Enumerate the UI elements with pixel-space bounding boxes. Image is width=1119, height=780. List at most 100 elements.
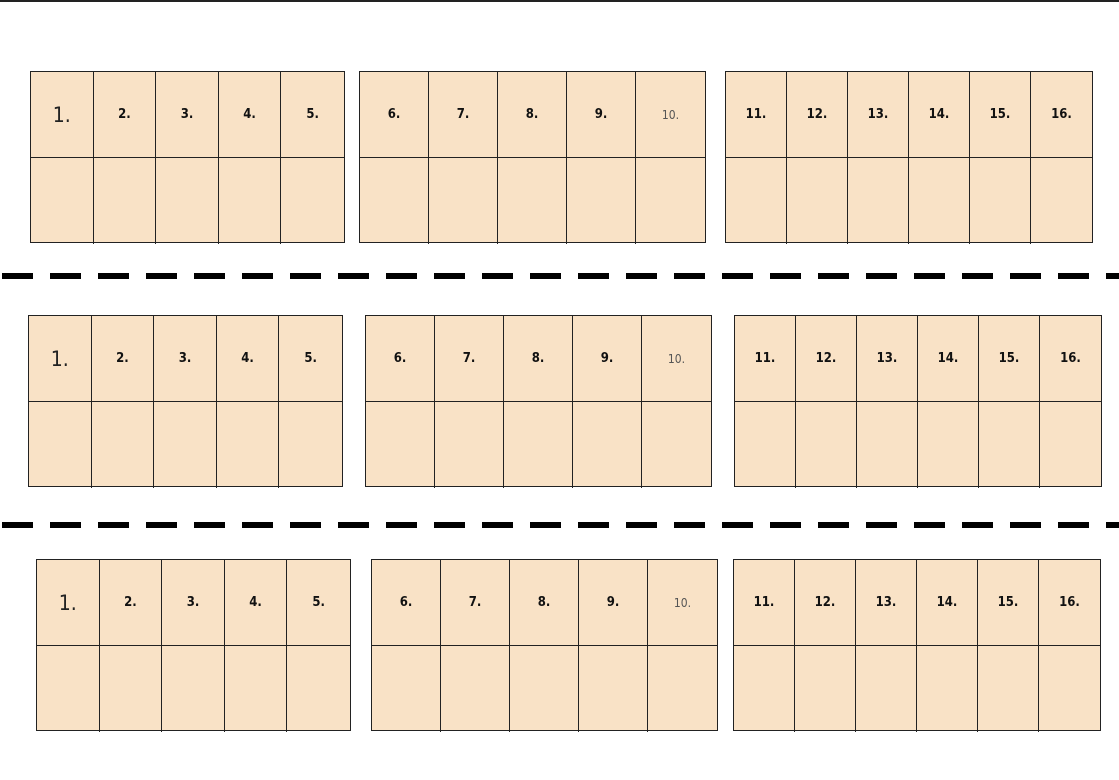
answer-box [429,158,498,244]
answer-box [37,646,100,732]
answer-box [573,402,642,488]
number-label: 12. [795,560,856,646]
number-label: 16. [1039,560,1100,646]
answer-box [642,402,711,488]
number-label: 12. [787,72,848,158]
number-strip-3-2: 6.7.8.9.10. [371,559,718,732]
answer-box [162,646,225,732]
answer-box [787,158,848,244]
number-label: 1. [29,316,92,402]
answer-box [795,646,856,732]
number-label: 1. [37,560,100,646]
answer-box [154,402,217,488]
answer-box [435,402,504,488]
number-label: 14. [909,72,970,158]
answer-box [100,646,163,732]
answer-box [287,646,350,732]
number-label: 11. [735,316,796,402]
number-label: 15. [979,316,1040,402]
number-label: 16. [1040,316,1101,402]
number-label: 9. [567,72,636,158]
answer-box [978,646,1039,732]
number-strip-2-3: 11.12.13.14.15.16. [734,315,1102,488]
number-strip-1-2: 6.7.8.9.10. [359,71,706,244]
number-label: 11. [734,560,795,646]
number-label: 13. [848,72,909,158]
answer-box [648,646,717,732]
number-label: 7. [429,72,498,158]
answer-box [372,646,441,732]
number-label: 2. [99,560,163,646]
number-label: 12. [796,316,857,402]
number-label: 6. [372,560,441,646]
answer-box [979,402,1040,488]
answer-box [918,402,979,488]
answer-box [156,158,219,244]
answer-box [29,402,92,488]
number-strip-1-3: 11.12.13.14.15.16. [725,71,1093,244]
answer-box [917,646,978,732]
answer-box [225,646,288,732]
number-label: 5. [287,560,350,646]
number-label: 9. [573,316,642,402]
answer-box [360,158,429,244]
answer-box [92,402,155,488]
answer-box [848,158,909,244]
answer-box [217,402,280,488]
number-label: 9. [579,560,648,646]
answer-box [579,646,648,732]
number-label: 14. [918,316,979,402]
number-label: 10. [648,560,717,646]
answer-box [726,158,787,244]
top-border [0,0,1119,2]
number-strip-3-1: 1.2.3.4.5. [36,559,351,732]
number-label: 15. [978,560,1039,646]
answer-box [281,158,344,244]
number-label: 8. [504,316,573,402]
answer-box [567,158,636,244]
number-label: 14. [917,560,978,646]
cut-line-2 [2,522,1119,528]
answer-box [279,402,342,488]
number-label: 2. [93,72,157,158]
number-label: 15. [970,72,1031,158]
number-label: 2. [91,316,155,402]
answer-box [735,402,796,488]
number-label: 6. [366,316,435,402]
answer-box [31,158,94,244]
answer-box [857,402,918,488]
number-label: 16. [1031,72,1092,158]
number-label: 7. [435,316,504,402]
answer-box [909,158,970,244]
answer-box [94,158,157,244]
number-label: 8. [498,72,567,158]
number-label: 7. [441,560,510,646]
number-strip-3-3: 11.12.13.14.15.16. [733,559,1101,732]
answer-box [498,158,567,244]
number-label: 4. [218,72,282,158]
number-label: 3. [162,560,225,646]
number-label: 8. [510,560,579,646]
number-strip-2-1: 1.2.3.4.5. [28,315,343,488]
number-label: 10. [636,72,705,158]
number-label: 5. [279,316,342,402]
number-label: 11. [726,72,787,158]
number-label: 13. [857,316,918,402]
answer-box [510,646,579,732]
cut-line-1 [2,273,1119,279]
number-label: 1. [31,72,94,158]
answer-box [1040,402,1101,488]
number-label: 4. [216,316,280,402]
answer-box [970,158,1031,244]
number-label: 10. [642,316,711,402]
answer-box [366,402,435,488]
number-strip-1-1: 1.2.3.4.5. [30,71,345,244]
number-label: 6. [360,72,429,158]
answer-box [856,646,917,732]
answer-box [504,402,573,488]
number-label: 4. [224,560,288,646]
number-label: 3. [154,316,217,402]
answer-box [1031,158,1092,244]
number-label: 5. [281,72,344,158]
answer-box [219,158,282,244]
